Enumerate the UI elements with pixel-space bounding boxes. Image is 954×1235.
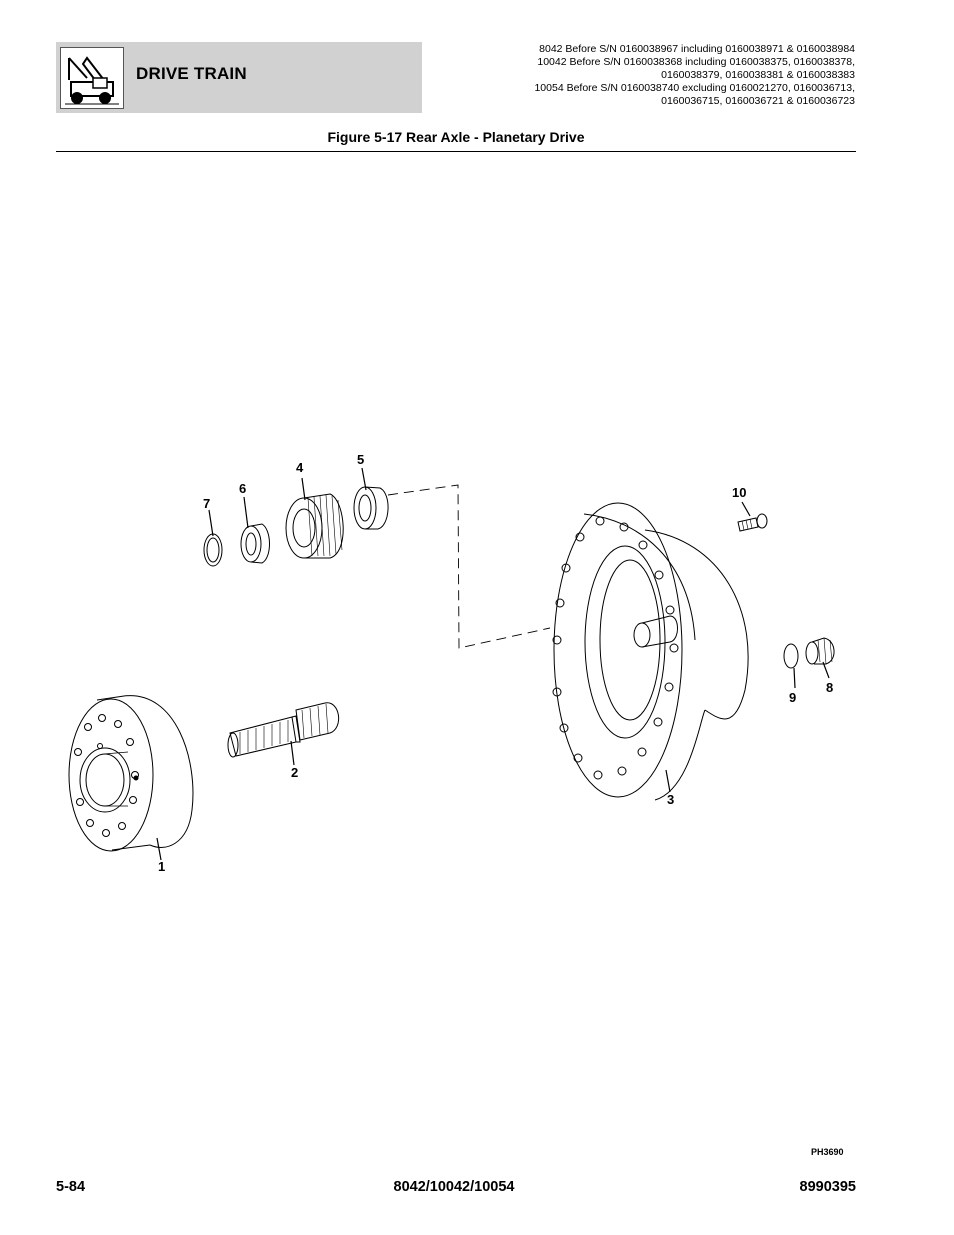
spline-shaft-part xyxy=(227,702,340,758)
callout-5: 5 xyxy=(357,452,365,467)
callout-4: 4 xyxy=(296,460,304,475)
serial-line: 10054 Before S/N 0160038740 excluding 01… xyxy=(534,82,855,94)
callout-2: 2 xyxy=(291,765,299,780)
callout-6: 6 xyxy=(239,481,247,496)
leader-lines xyxy=(156,467,830,861)
bearing-5-part xyxy=(353,486,389,530)
bearing-cone-4-part xyxy=(285,493,344,559)
illustration-reference: PH3690 xyxy=(811,1147,844,1157)
callout-1: 1 xyxy=(158,859,166,874)
spindle-housing-part xyxy=(552,502,749,801)
callout-8: 8 xyxy=(826,680,834,695)
section-title: DRIVE TRAIN xyxy=(136,64,247,83)
page-number: 5-84 xyxy=(56,1179,86,1195)
serial-line: 8042 Before S/N 0160038967 including 016… xyxy=(539,43,855,55)
serial-line: 0160038379, 0160038381 & 0160038383 xyxy=(661,69,855,81)
telehandler-machine-icon xyxy=(60,47,124,109)
assembly-centerline xyxy=(387,484,551,649)
callout-3: 3 xyxy=(667,792,675,807)
serial-applicability-block: 8042 Before S/N 0160038967 including 016… xyxy=(475,43,855,108)
bolt-10-part xyxy=(737,513,768,532)
snap-ring-7-part xyxy=(203,533,223,567)
serial-line: 0160036715, 0160036721 & 0160036723 xyxy=(661,95,855,107)
callout-9: 9 xyxy=(789,690,797,705)
o-ring-9-part xyxy=(783,643,799,669)
footer-models: 8042/10042/10054 xyxy=(393,1179,515,1195)
callout-10: 10 xyxy=(732,485,747,500)
bearing-6-part xyxy=(240,523,270,564)
manual-number: 8990395 xyxy=(799,1179,856,1195)
figure-title: Figure 5-17 Rear Axle - Planetary Drive xyxy=(327,129,585,145)
planetary-hub-part xyxy=(68,695,194,852)
cover-plug-8-part xyxy=(805,637,835,665)
serial-line: 10042 Before S/N 0160038368 including 01… xyxy=(537,56,855,68)
header-rule xyxy=(56,151,856,152)
callout-7: 7 xyxy=(203,496,211,511)
